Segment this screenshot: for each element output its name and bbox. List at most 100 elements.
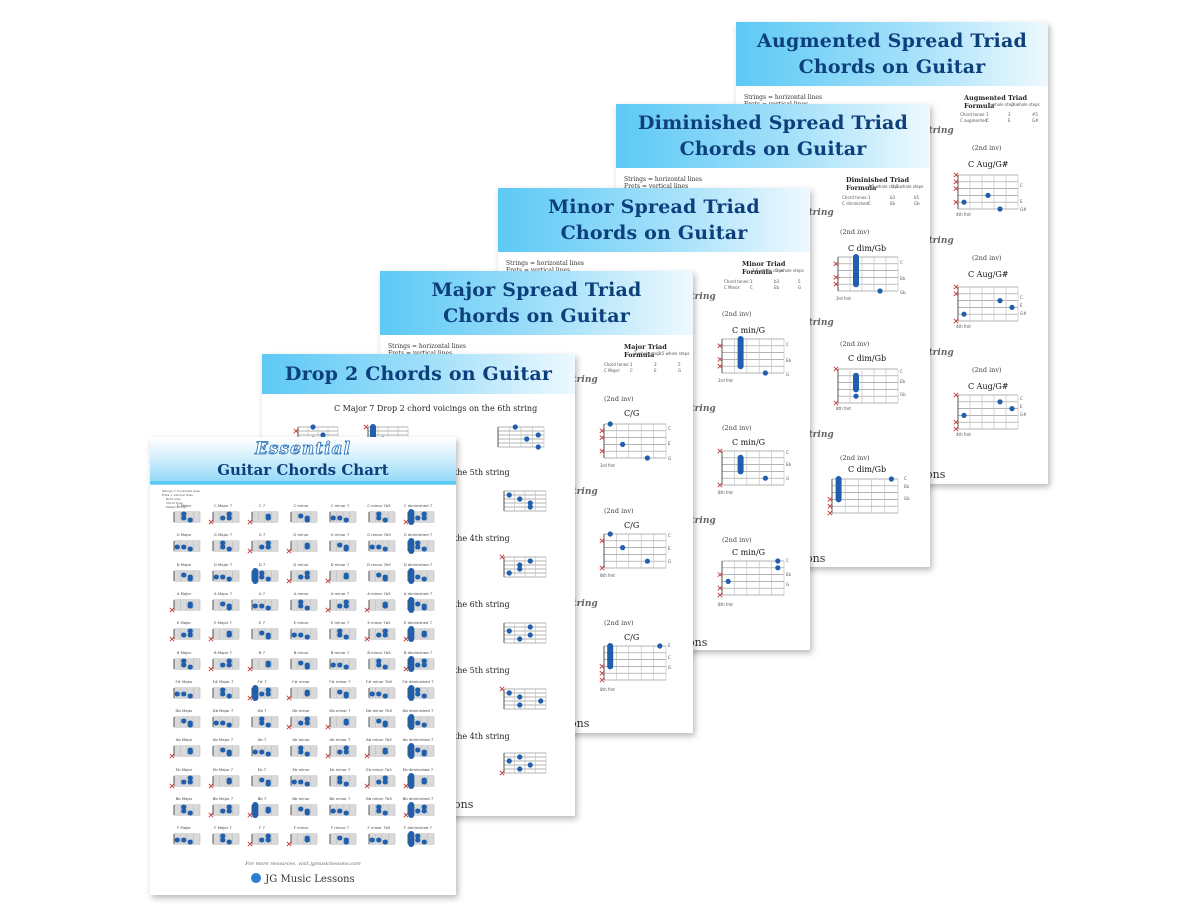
finger-dot bbox=[1009, 304, 1015, 310]
barre-mark bbox=[853, 372, 859, 393]
chord-name: C dim/Gb bbox=[848, 244, 887, 253]
mini-chord-diagram bbox=[368, 833, 396, 845]
finger-dot bbox=[337, 661, 343, 668]
row-val: 1 bbox=[630, 362, 633, 367]
legend-item: Muted string bbox=[166, 505, 185, 509]
chord-diagram bbox=[599, 531, 667, 571]
finger-dot bbox=[291, 632, 297, 638]
finger-dot bbox=[298, 573, 304, 580]
row-label: C augmented: bbox=[960, 118, 989, 123]
mini-chord-name: Eb diminished 7 bbox=[402, 766, 434, 772]
muted-string-mark bbox=[827, 496, 833, 502]
mini-chord-diagram bbox=[368, 511, 396, 523]
mini-chord-name: Bb Major 7 bbox=[212, 796, 234, 801]
finger-dot bbox=[382, 775, 388, 781]
mini-chord-name: B minor bbox=[293, 649, 309, 655]
finger-dot bbox=[304, 720, 310, 726]
mini-chord-name: Bb Major bbox=[175, 796, 193, 801]
mini-chord-diagram bbox=[247, 684, 279, 701]
muted-string-mark bbox=[208, 636, 214, 642]
mini-chord-name: Db Major 7 bbox=[212, 708, 234, 714]
note-label: Gb bbox=[900, 290, 906, 295]
chord-name: C min/G bbox=[732, 326, 766, 335]
finger-dot bbox=[291, 779, 297, 785]
muted-string-mark bbox=[717, 482, 723, 488]
chord-name: C dim/Gb bbox=[848, 354, 887, 363]
finger-dot bbox=[535, 432, 541, 438]
finger-dot bbox=[298, 632, 304, 638]
row-val: G# bbox=[1032, 118, 1039, 123]
row-val: b3 bbox=[890, 195, 896, 200]
finger-dot bbox=[517, 694, 523, 700]
finger-dot bbox=[226, 751, 232, 757]
finger-dot bbox=[506, 628, 512, 634]
mini-chord-diagram bbox=[173, 540, 201, 552]
mini-chord-diagram bbox=[403, 802, 435, 818]
finger-dot bbox=[181, 632, 187, 638]
finger-dot bbox=[304, 810, 310, 816]
sheet-header bbox=[150, 437, 456, 485]
note-label: C bbox=[900, 369, 903, 374]
mini-chord-name: Ab Major bbox=[175, 737, 193, 743]
finger-dot bbox=[220, 833, 226, 839]
muted-string-mark bbox=[833, 261, 839, 267]
fret-label: 4th fret bbox=[956, 212, 971, 217]
finger-dot bbox=[370, 428, 376, 434]
step-label: 2 whole steps bbox=[776, 268, 804, 273]
mini-chord-name: G minor 7b5 bbox=[367, 532, 391, 538]
note-label: G# bbox=[1020, 412, 1027, 417]
note-label: G bbox=[786, 372, 790, 377]
finger-dot bbox=[265, 544, 271, 550]
chord-name: C Aug/G# bbox=[968, 382, 1009, 391]
barre-mark bbox=[737, 454, 744, 475]
finger-dot bbox=[421, 808, 427, 814]
footer-brand: ons bbox=[926, 468, 946, 481]
mini-chord-name: A Major bbox=[176, 590, 192, 596]
mini-chord-diagram bbox=[251, 775, 279, 787]
sheet-header: Augmented Spread Triad Chords on Guitar bbox=[736, 22, 1048, 86]
finger-dot bbox=[304, 569, 310, 576]
muted-string-mark bbox=[953, 172, 959, 178]
mini-chord-diagram bbox=[212, 833, 240, 845]
finger-dot bbox=[657, 643, 663, 649]
inversion-label: (2nd inv) bbox=[840, 228, 870, 236]
footer-brand: JG Music Lessons bbox=[150, 873, 456, 885]
finger-dot bbox=[607, 531, 613, 537]
mini-chord-name: A minor 7b5 bbox=[367, 590, 391, 596]
finger-dot bbox=[187, 810, 193, 816]
finger-dot bbox=[226, 779, 232, 785]
mini-chord-diagram bbox=[173, 804, 201, 816]
finger-dot bbox=[181, 657, 187, 664]
mini-chord-diagram bbox=[364, 746, 396, 759]
finger-dot bbox=[259, 777, 265, 783]
row-val: b3 bbox=[774, 279, 780, 284]
finger-dot bbox=[220, 808, 226, 814]
step-label: 2 whole steps bbox=[634, 351, 662, 356]
mini-chord-name: F minor 7b5 bbox=[367, 825, 391, 831]
muted-string-mark bbox=[364, 783, 370, 789]
section-label: String bbox=[566, 599, 598, 609]
mini-chord-name: C 7 bbox=[258, 503, 266, 508]
row-label: C Minor: bbox=[724, 285, 741, 290]
header-rule bbox=[150, 481, 456, 484]
row-label: Chord tones: bbox=[604, 362, 630, 367]
finger-dot bbox=[174, 544, 180, 550]
barre-mark bbox=[737, 336, 744, 370]
fret-label: 3rd fret bbox=[836, 296, 851, 301]
finger-dot bbox=[174, 837, 180, 843]
section-label: String bbox=[566, 375, 598, 385]
finger-dot bbox=[517, 496, 523, 502]
row-val: 5 bbox=[798, 279, 801, 284]
finger-dot bbox=[265, 691, 271, 697]
mini-chord-diagram bbox=[251, 628, 279, 640]
finger-dot bbox=[415, 601, 421, 607]
muted-string-mark bbox=[286, 841, 292, 847]
finger-dot bbox=[187, 517, 193, 523]
mini-chord-diagram bbox=[407, 684, 435, 701]
fret-label: 8th fret bbox=[718, 602, 733, 607]
sheet-title: Drop 2 Chords on Guitar bbox=[284, 363, 553, 385]
row-val: 5 bbox=[678, 362, 681, 367]
logo-icon bbox=[251, 873, 262, 883]
finger-dot bbox=[330, 515, 336, 521]
muted-string-mark bbox=[286, 724, 292, 730]
